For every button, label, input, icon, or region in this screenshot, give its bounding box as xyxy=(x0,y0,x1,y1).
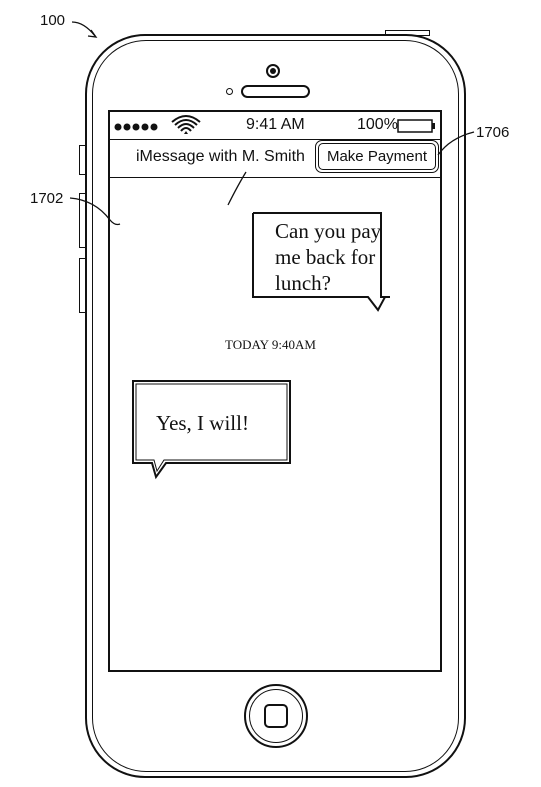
message-line: Can you pay xyxy=(275,219,382,243)
home-button-ring xyxy=(249,689,303,743)
status-bar xyxy=(108,110,442,140)
message-bubble-incoming xyxy=(252,212,390,312)
battery-icon xyxy=(397,119,435,133)
make-payment-button[interactable]: Make Payment xyxy=(318,143,436,170)
earpiece-speaker xyxy=(241,85,310,98)
ref-label-100: 100 xyxy=(40,12,66,29)
phone-screen xyxy=(108,110,442,672)
home-button-icon xyxy=(264,704,288,728)
proximity-sensor-icon xyxy=(226,88,233,95)
battery-percent: 100% xyxy=(357,116,398,133)
message-line: Yes, I will! xyxy=(156,411,249,435)
phone-outer-frame xyxy=(85,34,466,778)
message-bubble-outgoing xyxy=(132,380,291,480)
ref-label-1702: 1702 xyxy=(30,190,64,207)
camera-lens xyxy=(270,68,276,74)
make-payment-button-outline xyxy=(315,140,439,173)
message-timestamp: TODAY 9:40AM xyxy=(225,337,316,352)
nav-bar xyxy=(108,140,442,178)
message-text-incoming: Can you pay me back for lunch? xyxy=(275,218,395,296)
wifi-icon xyxy=(171,115,201,134)
phone-inner-frame xyxy=(92,40,459,772)
home-button[interactable] xyxy=(244,684,308,748)
message-line: lunch? xyxy=(275,271,331,295)
signal-dots-icon xyxy=(114,123,158,131)
front-camera-icon xyxy=(266,64,280,78)
status-time: 9:41 AM xyxy=(246,116,305,133)
message-line: me back for xyxy=(275,245,376,269)
conversation-title: iMessage with M. Smith xyxy=(136,148,305,165)
message-text-outgoing: Yes, I will! xyxy=(156,410,249,436)
ref-label-1706: 1706 xyxy=(476,124,510,141)
